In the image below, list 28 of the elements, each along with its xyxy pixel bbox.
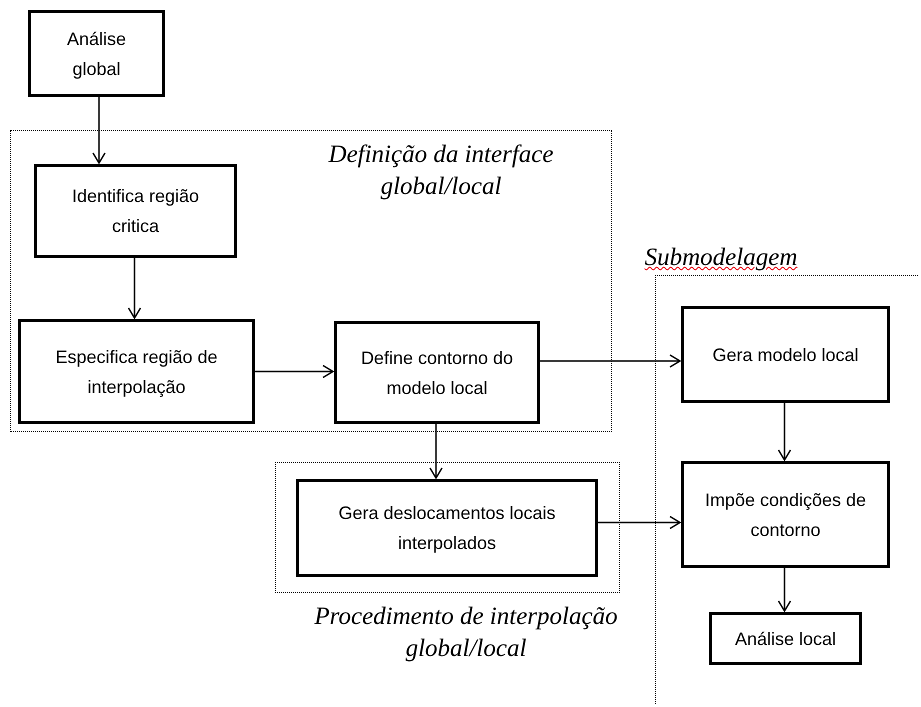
- process-box: [709, 612, 862, 665]
- group-heading: Definição da interface global/local: [327, 140, 554, 202]
- box-label: Gera modelo local: [712, 344, 859, 366]
- process-box: [681, 461, 890, 568]
- arrow: [778, 402, 792, 461]
- process-box: [681, 306, 890, 403]
- process-box: [334, 321, 540, 424]
- process-box: [18, 319, 255, 424]
- group-heading: Submodelagem: [644, 243, 798, 273]
- box-label: Impõe condições de contorno: [704, 488, 868, 542]
- dashed-group-frame: [10, 130, 612, 432]
- arrow: [778, 567, 792, 612]
- box-label: Identifica região critica: [70, 185, 200, 238]
- box-label: Especifica região de interpolação: [54, 346, 219, 399]
- process-box: [28, 10, 165, 97]
- arrow: [597, 516, 681, 530]
- arrow: [254, 364, 334, 378]
- process-box: [296, 479, 598, 577]
- arrow: [128, 257, 142, 319]
- box-label: Gera deslocamentos locais interpolados: [337, 502, 557, 555]
- group-heading: Procedimento de interpolação global/local: [313, 602, 619, 664]
- arrow: [539, 354, 681, 368]
- box-label: Define contorno do modelo local: [360, 346, 514, 400]
- arrow: [429, 423, 443, 479]
- box-label: Análise global: [66, 28, 128, 81]
- arrow: [92, 97, 106, 164]
- box-label: Análise local: [734, 628, 836, 650]
- process-box: [34, 164, 237, 258]
